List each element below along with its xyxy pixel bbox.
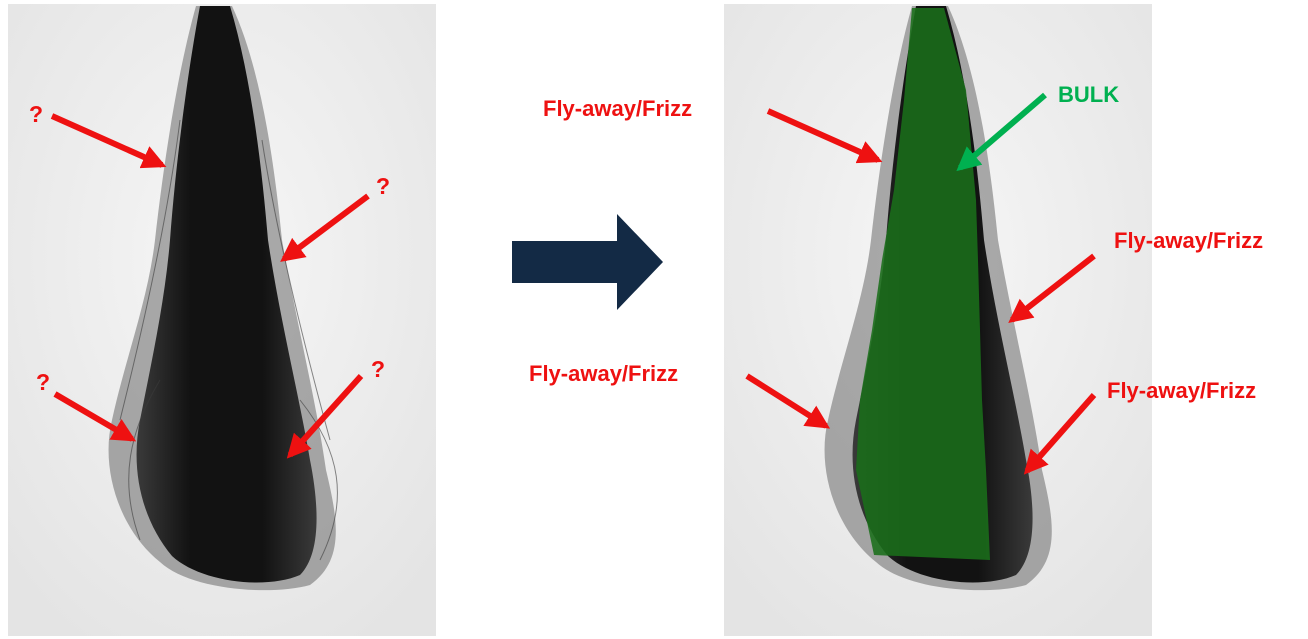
frizz-label: Fly-away/Frizz	[543, 96, 692, 121]
question-marker: ?	[29, 101, 43, 127]
frizz-label: Fly-away/Frizz	[1114, 228, 1263, 253]
right-arrow-icon	[512, 214, 663, 310]
question-marker: ?	[371, 356, 385, 382]
question-marker: ?	[36, 369, 50, 395]
question-marker: ?	[376, 173, 390, 199]
frizz-label: Fly-away/Frizz	[529, 361, 678, 386]
left-photo-panel	[8, 4, 436, 636]
bulk-label: BULK	[1058, 82, 1119, 107]
frizz-label: Fly-away/Frizz	[1107, 378, 1256, 403]
